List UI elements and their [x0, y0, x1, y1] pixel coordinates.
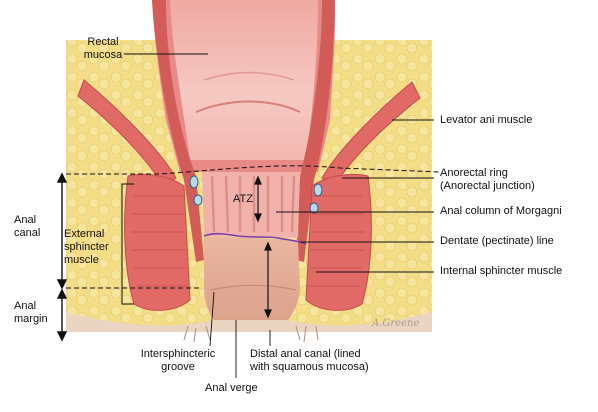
label-internal-sphincter: Internal sphincter muscle — [440, 265, 563, 277]
anal-columns — [210, 175, 296, 233]
mucosal-fold — [195, 100, 301, 113]
label-rectal-mucosa: Rectal mucosa — [83, 36, 123, 61]
rectal-lumen — [170, 0, 318, 160]
external-sphincter-bracket — [121, 183, 134, 305]
label-anorectal-ring: Anorectal ring (Anorectal junction) — [440, 167, 535, 192]
distal-anal-canal — [204, 236, 300, 320]
mucosal-fold — [203, 71, 295, 81]
label-atz: ATZ — [233, 193, 253, 205]
label-anal-canal: Anal canal — [14, 214, 41, 239]
leader-lines — [124, 53, 434, 378]
anal-canal-arrow — [56, 172, 68, 290]
anal-glands-right — [309, 183, 323, 214]
distal-canal-arrow — [264, 241, 272, 319]
artist-signature: A.Greene — [372, 318, 420, 329]
perianal-skin — [66, 312, 432, 332]
anal-glands-left — [189, 175, 203, 206]
perianal-hairs — [183, 325, 319, 343]
anorectal-ring-line — [66, 165, 441, 175]
label-intersphincteric-groove: Intersphincteric groove — [140, 348, 216, 373]
label-dentate-line: Dentate (pectinate) line — [440, 235, 554, 247]
dentate-line — [203, 232, 307, 245]
label-anal-margin: Anal margin — [14, 300, 48, 325]
label-anal-column: Anal column of Morgagni — [440, 205, 562, 217]
label-levator-ani: Levator ani muscle — [440, 114, 533, 126]
label-anal-verge: Anal verge — [205, 382, 258, 394]
internal-sphincter-left — [152, 0, 204, 262]
label-external-sphincter: External sphincter muscle — [64, 228, 109, 266]
internal-sphincter-right — [296, 0, 335, 262]
atz-arrow — [254, 175, 262, 223]
label-distal-anal-canal: Distal anal canal (lined with squamous m… — [250, 348, 369, 373]
anal-margin-arrow — [56, 288, 68, 342]
external-sphincter-left — [124, 173, 191, 311]
anal-verge-fold — [209, 284, 297, 291]
